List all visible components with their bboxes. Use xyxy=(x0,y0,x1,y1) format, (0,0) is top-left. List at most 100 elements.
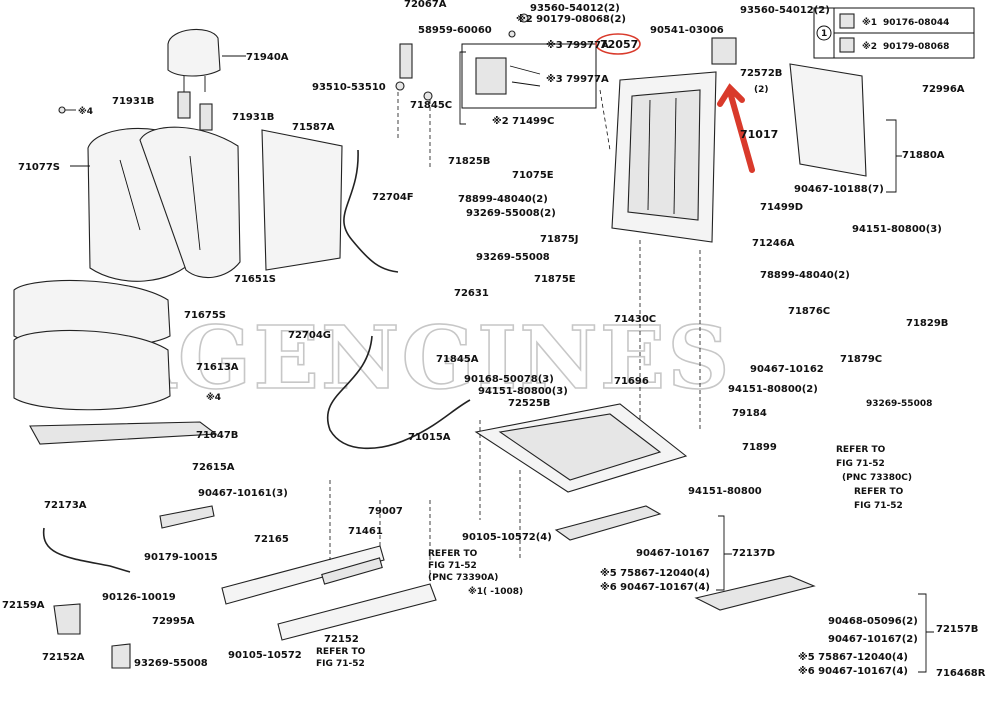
label-71875E: 71875E xyxy=(534,274,576,285)
label-71017: 71017 xyxy=(740,128,778,141)
label-71587A: 71587A xyxy=(292,122,335,133)
label-78899-48040-b: 78899-48040(2) xyxy=(760,270,850,281)
label-72057: 72057 xyxy=(600,38,638,51)
label-93510-53510: 93510-53510 xyxy=(312,82,386,93)
label-93269-55008-a: 93269-55008(2) xyxy=(466,208,556,219)
label-79977A-1: ※3 79977A xyxy=(546,39,609,51)
label-71880A: 71880A xyxy=(902,150,945,161)
label-71696: 71696 xyxy=(614,376,649,387)
label-72572B: 72572B xyxy=(740,68,782,79)
legend-row2-mark: ※2 xyxy=(862,41,877,52)
hinge-72057 xyxy=(711,37,737,65)
label-75867-12040-b: ※5 75867-12040(4) xyxy=(798,651,908,663)
label-72995A: 72995A xyxy=(152,616,195,627)
label-79184: 79184 xyxy=(732,408,767,419)
label-72152: 72152 xyxy=(324,634,359,645)
label-71651S: 71651S xyxy=(234,274,276,285)
label-71825B: 71825B xyxy=(448,156,490,167)
label-71613A: 71613A xyxy=(196,362,239,373)
legend-row1-mark: ※1 xyxy=(862,17,877,28)
label-93560-54012-b: 93560-54012(2) xyxy=(740,5,830,16)
slide-rails xyxy=(221,545,437,641)
highlight-marker xyxy=(595,33,755,173)
label-72137D: 72137D xyxy=(732,548,775,559)
label-72996A: 72996A xyxy=(922,84,965,95)
bracket-72159A xyxy=(53,603,81,635)
label-71845A: 71845A xyxy=(436,354,479,365)
recliner-cover-71880A xyxy=(789,63,867,177)
ref4-line1: REFER TO xyxy=(316,647,366,657)
label-90126-10019: 90126-10019 xyxy=(102,592,176,603)
headrest-guides xyxy=(177,91,213,131)
label-93560-54012-a: 93560-54012(2) xyxy=(530,3,620,14)
label-71075E: 71075E xyxy=(512,170,554,181)
label-78899-48040-a: 78899-48040(2) xyxy=(458,194,548,205)
label-90168-50078: 90168-50078(3) xyxy=(464,374,554,385)
label-72067A: 72067A xyxy=(404,0,447,10)
label-94151-80800: 94151-80800 xyxy=(688,486,762,497)
label-71675S: 71675S xyxy=(184,310,226,321)
label-690467-10167-a: ※6 90467-10167(4) xyxy=(600,581,710,593)
label-72157B: 72157B xyxy=(936,624,978,635)
label-72165: 72165 xyxy=(254,534,289,545)
label-72704G: 72704G xyxy=(288,330,331,341)
legend-circle-label: 1 xyxy=(821,29,827,39)
seat-cushion-cover xyxy=(13,279,218,445)
label-90105-10572: 90105-10572 xyxy=(228,650,302,661)
seat-frame-71015A xyxy=(474,403,688,493)
bracket-72152A xyxy=(111,643,131,669)
label-75867-12040-a: ※5 75867-12040(4) xyxy=(600,567,710,579)
label-71015A: 71015A xyxy=(408,432,451,443)
label-note-4b: ※4 xyxy=(206,392,221,403)
label-71875J: 71875J xyxy=(540,234,579,245)
ref1-line2: FIG 71-52 xyxy=(836,459,885,469)
legend-row1-code: 90176-08044 xyxy=(883,18,949,28)
label-79977A-2: ※3 79977A xyxy=(546,73,609,85)
label-72572B-qty: (2) xyxy=(754,85,769,95)
label-71430C: 71430C xyxy=(614,314,656,325)
label-71461: 71461 xyxy=(348,526,383,537)
bolt-93510 xyxy=(395,81,405,91)
label-71246A: 71246A xyxy=(752,238,795,249)
label-note-4a: ※4 xyxy=(78,106,93,117)
label-93269-55008-d: 93269-55008 xyxy=(134,658,208,669)
legend-circle-icon xyxy=(816,25,832,41)
lock-box xyxy=(461,43,597,109)
clip-icon xyxy=(839,13,855,29)
label-72631: 72631 xyxy=(454,288,489,299)
label-72152A: 72152A xyxy=(42,652,85,663)
label-note-1-1008: ※1( -1008) xyxy=(468,586,523,597)
label-90105-10572-4: 90105-10572(4) xyxy=(462,532,552,543)
ref3-line3: (PNC 73390A) xyxy=(428,573,498,583)
label-72704F: 72704F xyxy=(372,192,414,203)
label-290179-08068: ※2 90179-08068(2) xyxy=(516,13,626,25)
ref3-line1: REFER TO xyxy=(428,549,478,559)
label-94151-80800-3b: 94151-80800(3) xyxy=(478,386,568,397)
label-72615A: 72615A xyxy=(192,462,235,473)
label-90467-10167-a: 90467-10167 xyxy=(636,548,710,559)
label-90179-10015: 90179-10015 xyxy=(144,552,218,563)
label-94151-80800-3a: 94151-80800(3) xyxy=(852,224,942,235)
cable-72704G xyxy=(327,335,471,450)
label-71931B-2: 71931B xyxy=(232,112,274,123)
reference-callouts: REFER TO FIG 71-52 (PNC 73380C) REFER TO… xyxy=(316,445,912,669)
label-71876C: 71876C xyxy=(788,306,830,317)
clip-290179 xyxy=(508,30,516,38)
label-72159A: 72159A xyxy=(2,600,45,611)
label-90467-10162: 90467-10162 xyxy=(750,364,824,375)
label-90467-10188: 90467-10188(7) xyxy=(794,184,884,195)
label-690467-10167-b: ※6 90467-10167(4) xyxy=(798,665,908,677)
bracket-72067A xyxy=(399,43,413,79)
label-79007: 79007 xyxy=(368,506,403,517)
label-71845C: 71845C xyxy=(410,100,452,111)
cover-72157B xyxy=(694,575,816,611)
ref1-line1: REFER TO xyxy=(836,445,886,455)
ref4-line2: FIG 71-52 xyxy=(316,659,365,669)
seatback-frame xyxy=(611,71,717,243)
screw-4a xyxy=(58,106,76,114)
part-labels: 72067A 93560-54012(2) ※2 90179-08068(2) … xyxy=(2,0,986,679)
label-90541-03006: 90541-03006 xyxy=(650,25,724,36)
figure-id: 716468R xyxy=(936,668,986,679)
label-71940A: 71940A xyxy=(246,52,289,63)
